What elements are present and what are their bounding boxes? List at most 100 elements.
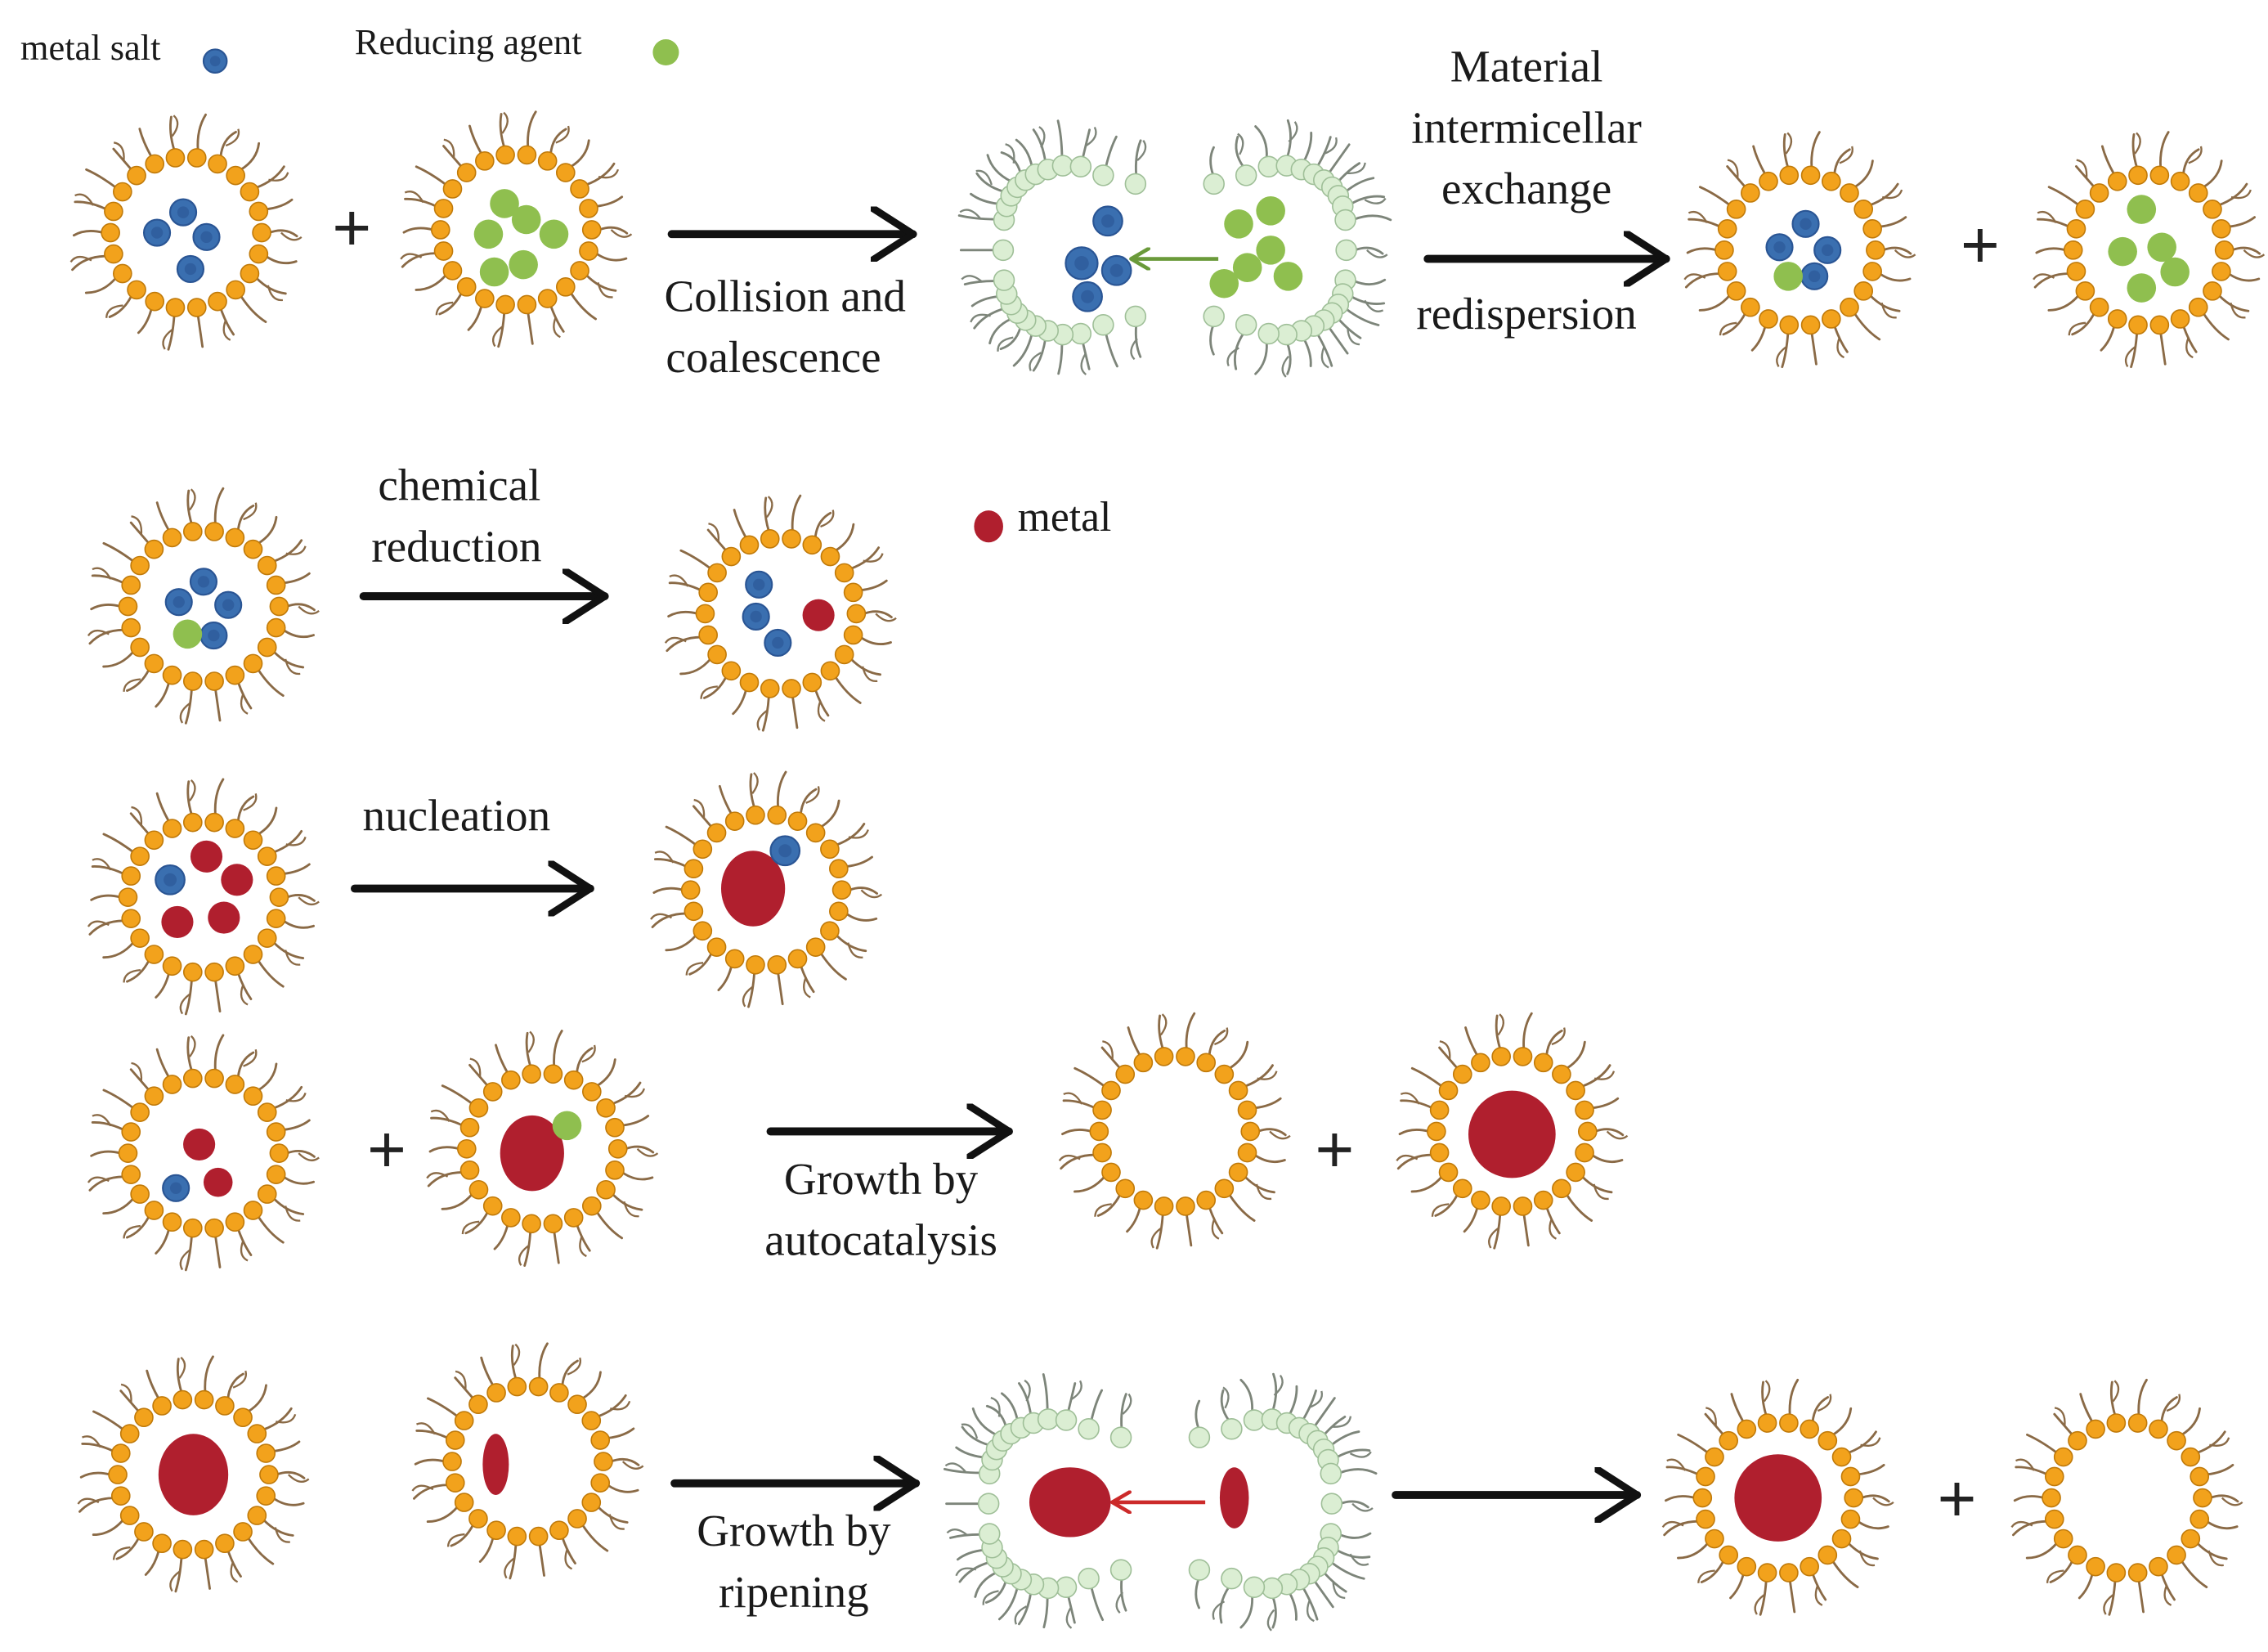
surfactant-head [2042, 1488, 2061, 1508]
surfactant-tail [2049, 1559, 2074, 1583]
plus-sign: + [1961, 206, 2000, 282]
surfactant-tail [282, 863, 311, 875]
surfactant-tail [1551, 1027, 1566, 1046]
surfactant-tail [820, 510, 835, 528]
surfactant-head [194, 1539, 214, 1560]
surfactant-head [165, 298, 186, 317]
surfactant-tail [189, 488, 196, 511]
surfactant-head [186, 148, 207, 168]
surfactant-head [1154, 1047, 1174, 1066]
surfactant-head [162, 665, 182, 685]
surfactant-head [194, 1389, 214, 1410]
surfactant-head [1154, 1196, 1174, 1216]
surfactant-head [266, 866, 286, 886]
surfactant-head [1714, 240, 1734, 260]
surfactant-tail [131, 515, 143, 535]
surfactant-head [162, 819, 182, 838]
surfactant-head [1818, 1545, 1838, 1565]
surfactant-tail [1061, 1128, 1093, 1136]
surfactant-tail [597, 282, 613, 299]
surfactant-head [121, 866, 141, 886]
surfactant-tail [1017, 1382, 1033, 1416]
surfactant-tail [1212, 1600, 1226, 1620]
surfactant-head [240, 263, 260, 284]
surfactant-tail [970, 295, 1000, 308]
surfactant-head [820, 839, 840, 860]
surfactant-head [482, 1196, 503, 1216]
surfactant-head [173, 1389, 193, 1410]
surfactant-tail [1185, 1012, 1196, 1051]
metal-salt-particle [173, 595, 185, 608]
surfactant-tail [606, 1427, 635, 1439]
surfactant-tail [708, 523, 720, 542]
surfactant-tail [155, 972, 171, 999]
surfactant-head [1092, 314, 1114, 336]
surfactant-tail [499, 113, 506, 149]
surfactant-tail [1763, 1380, 1771, 1403]
surfactant-tail [2221, 1497, 2243, 1506]
surfactant-tail [72, 230, 105, 237]
surfactant-tail [492, 325, 503, 348]
surfactant-head [2106, 1413, 2127, 1433]
surfactant-tail [1353, 246, 1384, 255]
surfactant-head [2086, 1556, 2105, 1577]
surfactant-head [543, 1214, 563, 1234]
surfactant-head [507, 1376, 527, 1397]
surfactant-head [1037, 1408, 1060, 1430]
surfactant-tail [1338, 1532, 1372, 1539]
surfactant-tail [478, 1536, 495, 1563]
surfactant-head [2063, 240, 2083, 260]
surfactant-tail [1208, 1205, 1224, 1235]
surfactant-tail [468, 124, 483, 155]
surfactant-tail [1105, 332, 1118, 368]
surfactant-tail [1580, 1064, 1611, 1088]
surfactant-head [1188, 1426, 1211, 1448]
surfactant-tail [1522, 1012, 1533, 1051]
surfactant-tail [2100, 145, 2116, 176]
surfactant-tail [664, 636, 687, 644]
surfactant-head [760, 529, 780, 549]
surfactant-tail [561, 1536, 576, 1564]
surfactant-head [549, 1520, 569, 1541]
surfactant-head [456, 1138, 477, 1159]
surfactant-tail [549, 304, 565, 333]
surfactant-tail [679, 657, 712, 676]
surfactant-tail [1352, 214, 1392, 222]
surfactant-tail [982, 1590, 999, 1605]
surfactant-tail [1761, 1380, 1768, 1417]
surfactant-tail [102, 541, 135, 563]
surfactant-tail [561, 1359, 579, 1387]
surfactant-tail [446, 1533, 465, 1547]
surfactant-head [2089, 183, 2109, 203]
surfactant-head [186, 298, 207, 317]
surfactant-tail [651, 912, 688, 928]
surfactant-tail [1000, 151, 1022, 174]
surfactant-head [144, 539, 164, 559]
surfactant-head [2167, 1545, 2186, 1565]
surfactant-tail [665, 933, 697, 952]
surfactant-head [1221, 1417, 1243, 1440]
surfactant-head [1133, 1190, 1154, 1210]
surfactant-head [204, 962, 224, 982]
surfactant-tail [1024, 1379, 1031, 1402]
surfactant-tail [90, 894, 122, 901]
surfactant-tail [262, 1518, 294, 1537]
surfactant-head [1228, 1162, 1248, 1183]
micelle-core [1723, 174, 1876, 326]
surfactant-tail [1364, 197, 1387, 204]
surfactant-head [1719, 1430, 1739, 1451]
surfactant-tail [123, 678, 141, 692]
surfactant-tail [282, 919, 315, 929]
surfactant-tail [567, 1357, 582, 1376]
surfactant-tail [184, 978, 193, 1016]
surfactant-tail [1810, 331, 1818, 366]
surfactant-tail [549, 128, 567, 155]
micelle-reducing-agent [400, 110, 633, 348]
surfactant-tail [1332, 1581, 1346, 1600]
surfactant-head [1741, 183, 1760, 203]
surfactant-tail [1211, 1218, 1220, 1240]
surfactant-tail [594, 195, 624, 208]
surfactant-tail [131, 1062, 143, 1082]
surfactant-head [130, 928, 150, 948]
surfactant-head [1203, 173, 1225, 195]
